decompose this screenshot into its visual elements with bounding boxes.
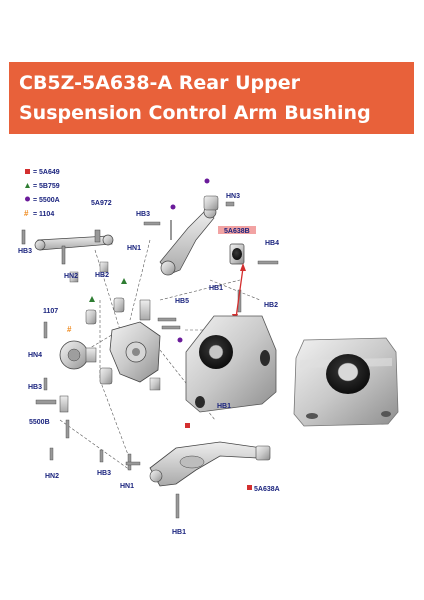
label-hb1-bottom: HB1 [172, 529, 186, 536]
label-5a638b: 5A638B [224, 228, 250, 235]
product-title: CB5Z-5A638-A Rear Upper Suspension Contr… [19, 68, 409, 128]
label-hn3: HN3 [226, 193, 240, 200]
small-bushing-top [229, 243, 279, 313]
legend-item-1: = 5A649 [33, 169, 60, 176]
label-hb4: HB4 [265, 240, 279, 247]
diagram-markers: # [67, 178, 256, 490]
label-hb1-low: HB1 [217, 403, 231, 410]
label-hb2-right: HB2 [264, 302, 278, 309]
legend-green-triangle-icon [25, 183, 30, 188]
title-banner: CB5Z-5A638-A Rear Upper Suspension Contr… [9, 62, 414, 134]
label-1107: 1107 [43, 308, 58, 315]
part-labels: HN3 5A972 HB3 5A638B HB4 HN1 HB3 HN2 HB2… [18, 193, 280, 536]
legend-orange-hash-icon: # [24, 209, 29, 218]
label-hb3-bottom: HB3 [97, 470, 111, 477]
label-hn1-top: HN1 [127, 245, 141, 252]
legend-item-4: = 1104 [33, 211, 54, 218]
hub-assembly [59, 340, 97, 370]
callout-arrow [232, 263, 246, 322]
product-title-line-1: CB5Z-5A638-A Rear Upper [19, 72, 300, 94]
label-5a972: 5A972 [91, 200, 112, 207]
label-hb3-top: HB3 [136, 211, 150, 218]
legend: = 5A649 = 5B759 = 5500A # = 1104 [24, 169, 60, 218]
label-hn4: HN4 [28, 352, 42, 359]
label-hn2-left: HN2 [64, 273, 78, 280]
label-hn2-low: HN2 [45, 473, 59, 480]
label-hb5: HB5 [175, 298, 189, 305]
upper-left-arm [21, 229, 114, 265]
legend-purple-dot-icon [25, 196, 30, 202]
label-hb3-low: HB3 [28, 384, 42, 391]
legend-red-square-icon [25, 169, 30, 174]
bushing-photo [293, 337, 399, 427]
upper-center-arm [143, 201, 235, 276]
label-5500b: 5500B [29, 419, 50, 426]
legend-item-2: = 5B759 [33, 183, 60, 190]
svg-text:#: # [67, 325, 72, 334]
lower-control-arm [125, 441, 271, 519]
label-hb2-left: HB2 [95, 272, 109, 279]
label-hn1-bottom: HN1 [120, 483, 134, 490]
product-title-line-2: Suspension Control Arm Bushing [19, 102, 371, 124]
legend-item-3: = 5500A [33, 197, 60, 204]
bushing-large-callout [185, 315, 277, 413]
label-hb1-mid: HB1 [209, 285, 223, 292]
knuckle [109, 299, 161, 383]
label-hb3-left: HB3 [18, 248, 32, 255]
label-5a638a: 5A638A [254, 486, 280, 493]
